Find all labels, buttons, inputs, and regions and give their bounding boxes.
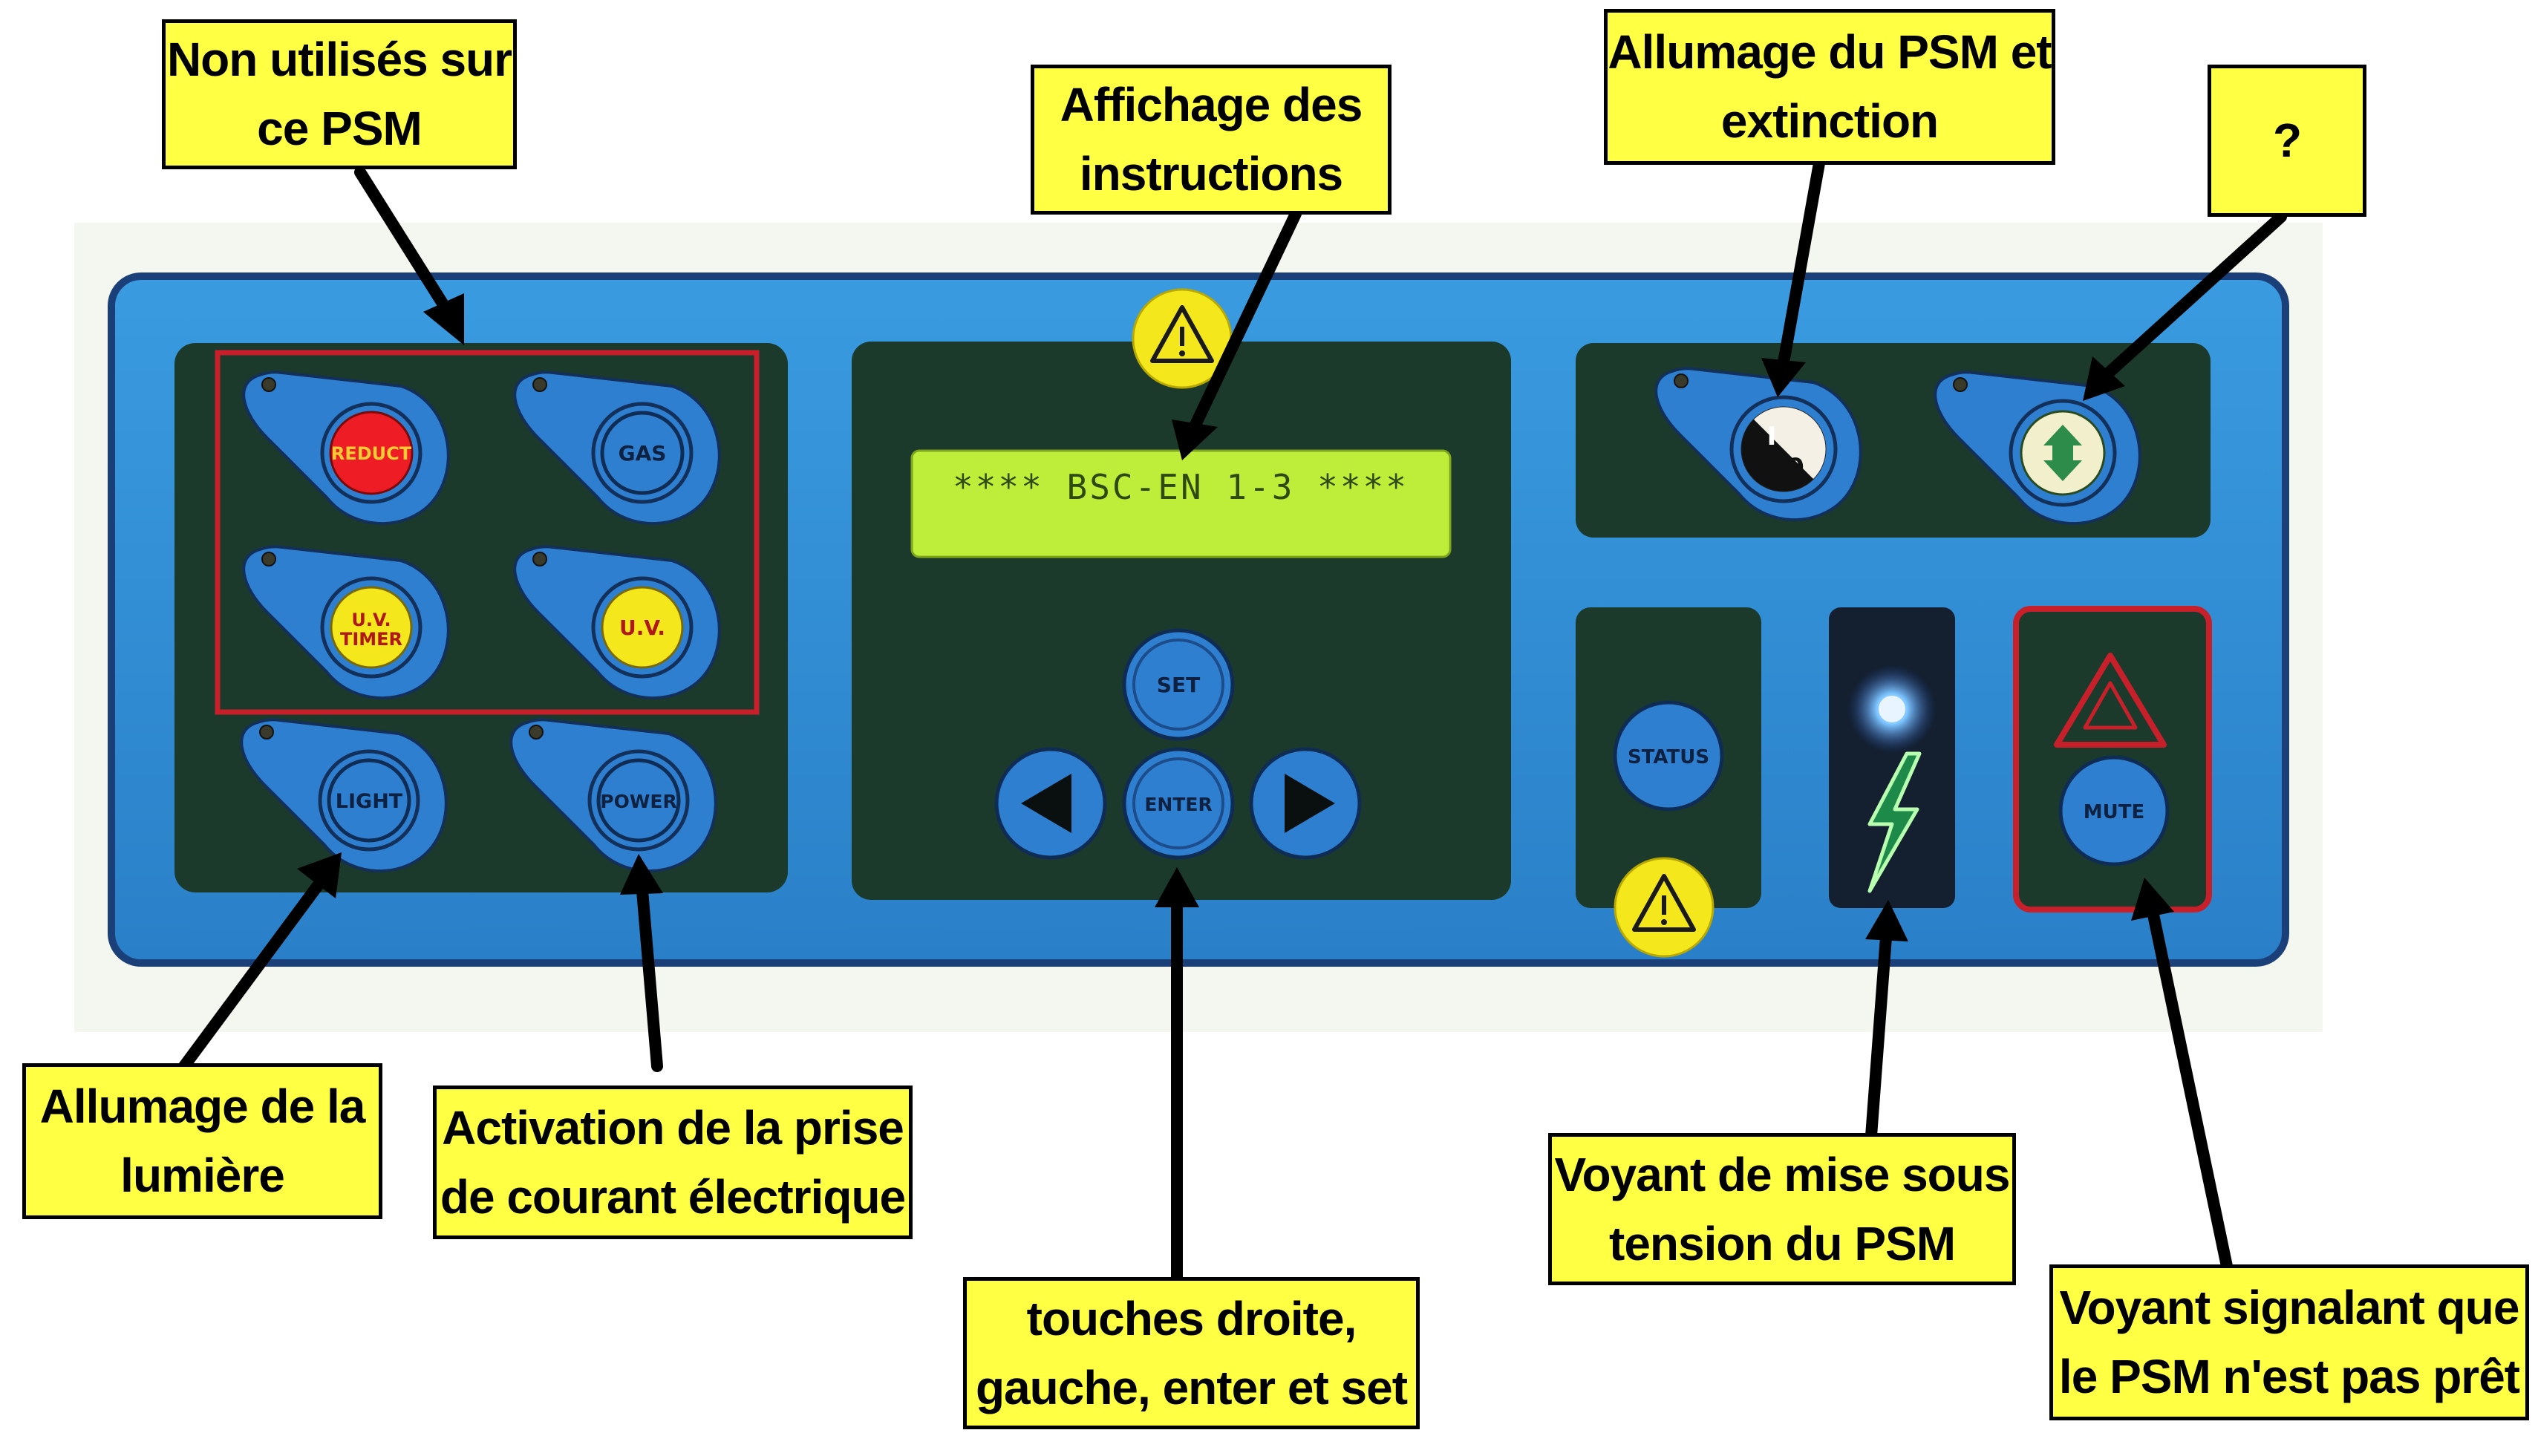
gas-button-group: GAS: [513, 370, 721, 526]
power-button[interactable]: [596, 758, 681, 843]
uv-button[interactable]: [601, 586, 684, 669]
alarm-triangle-icon: [2054, 653, 2167, 748]
light-button-group: LIGHT: [240, 718, 448, 873]
uv-timer-button-group: U.V. TIMER: [242, 545, 450, 700]
status-button-label: STATUS: [1628, 746, 1709, 768]
arrow-left-icon: [1021, 774, 1071, 833]
on-off-label-0: 0: [1787, 453, 1804, 483]
callout-display: Affichage des instructions: [1031, 65, 1392, 215]
callout-unknown: ?: [2208, 65, 2366, 217]
up-down-arrows-icon: [2043, 425, 2082, 481]
set-button[interactable]: [1132, 639, 1224, 731]
callout-keys: touches droite, gauche, enter et set: [963, 1277, 1420, 1429]
power-led-module: [1829, 607, 1955, 908]
reduct-button[interactable]: [329, 411, 414, 495]
unused-buttons-frame: [215, 350, 760, 715]
callout-not-ready: Voyant signalant que le PSM n'est pas pr…: [2049, 1264, 2529, 1420]
arrow-right-icon: [1285, 774, 1335, 833]
gas-button-label: GAS: [619, 441, 667, 466]
on-off-button[interactable]: [1740, 406, 1827, 492]
arrow-socket: [636, 885, 663, 1072]
uv-button-group: U.V.: [513, 545, 721, 700]
status-button[interactable]: [1613, 700, 1724, 812]
callout-unused-buttons: Non utilisés sur ce PSM: [162, 19, 517, 169]
arrow-display: [1190, 208, 1302, 431]
arrow-power-on-off: [1778, 157, 1825, 368]
lightning-bolt-icon: [1867, 751, 1922, 893]
callout-power-led: Voyant de mise sous tension du PSM: [1548, 1133, 2016, 1285]
enter-button[interactable]: [1132, 757, 1224, 849]
right-arrow-button-group: [1249, 747, 1362, 860]
uv-timer-button[interactable]: [330, 586, 413, 669]
status-warning-icon: [1614, 857, 1715, 958]
arrow-light: [176, 878, 325, 1075]
arrow-power-led: [1865, 931, 1892, 1142]
airflow-button-group: [1934, 370, 2141, 526]
arrow-unused: [354, 166, 451, 314]
mute-button[interactable]: [2058, 755, 2170, 866]
arrow-unknown: [2103, 211, 2287, 379]
power-button-label: POWER: [600, 791, 676, 812]
light-button-label: LIGHT: [336, 790, 403, 813]
arrow-not-ready: [2147, 909, 2234, 1276]
callout-socket: Activation de la prise de courant électr…: [433, 1086, 913, 1239]
left-arrow-button-group: [994, 747, 1107, 860]
set-button-group: SET: [1122, 628, 1235, 741]
lcd-display-text: **** BSC-EN 1-3 ****: [953, 467, 1409, 507]
power-button-group: POWER: [509, 718, 717, 873]
callout-power-on-off: Allumage du PSM et extinction: [1604, 9, 2055, 165]
reduct-button-label: REDUCT: [331, 443, 412, 464]
enter-button-group: ENTER: [1122, 747, 1235, 860]
uv-timer-label-line1: U.V.: [351, 610, 391, 630]
callout-light: Allumage de la lumière: [22, 1063, 382, 1219]
callout-arrows: [176, 157, 2287, 1294]
gas-button[interactable]: [600, 411, 685, 495]
uv-timer-label-line2: TIMER: [340, 629, 402, 650]
mute-button-label: MUTE: [2084, 801, 2144, 823]
light-button[interactable]: [327, 758, 411, 843]
on-off-label-i: I: [1767, 422, 1777, 451]
enter-button-label: ENTER: [1144, 794, 1212, 815]
set-button-label: SET: [1157, 673, 1200, 697]
uv-button-label: U.V.: [619, 616, 665, 640]
status-button-group: STATUS: [1613, 700, 1724, 812]
power-led: [1879, 696, 1905, 722]
reduct-button-group: REDUCT: [242, 370, 450, 526]
mute-button-group: MUTE: [2058, 755, 2170, 866]
on-off-button-group: I 0: [1654, 367, 1862, 522]
